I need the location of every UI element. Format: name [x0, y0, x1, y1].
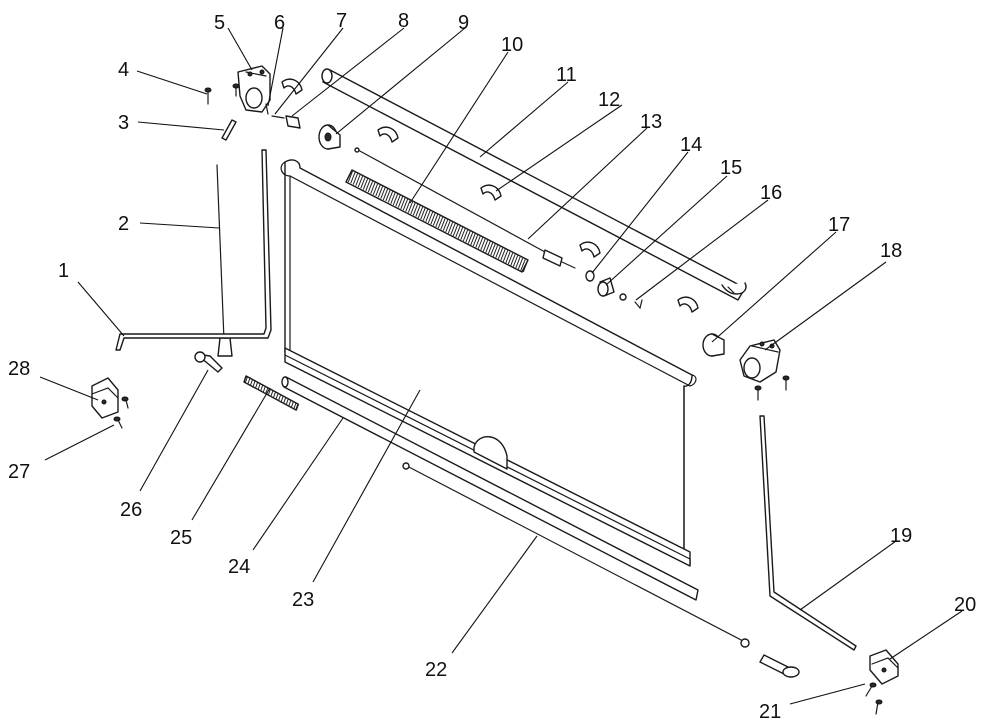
left-bracket — [237, 65, 271, 113]
end-cap-left — [318, 124, 341, 150]
callout-8: 8 — [398, 10, 409, 32]
callout-9: 9 — [458, 12, 469, 34]
callout-14: 14 — [680, 134, 702, 156]
cord-clip — [759, 654, 800, 678]
callout-12: 12 — [598, 89, 620, 111]
callout-25: 25 — [170, 527, 192, 549]
callout-18: 18 — [880, 240, 902, 262]
right-bracket — [739, 339, 781, 383]
upper-housing-tube — [321, 68, 747, 301]
callout-23: 23 — [292, 589, 314, 611]
callout-15: 15 — [720, 157, 742, 179]
callout-16: 16 — [760, 182, 782, 204]
right-mount-bracket — [869, 649, 899, 685]
roller-spring — [345, 169, 529, 273]
callout-4: 4 — [118, 59, 129, 81]
guide-wire-left — [216, 164, 233, 357]
callout-24: 24 — [228, 556, 250, 578]
callout-26: 26 — [120, 499, 142, 521]
cord — [402, 462, 750, 648]
callout-3: 3 — [118, 112, 129, 134]
callout-13: 13 — [640, 111, 662, 133]
callout-1: 1 — [58, 260, 69, 282]
leader-lines — [39, 27, 963, 705]
callout-5: 5 — [214, 12, 225, 34]
callout-6: 6 — [274, 12, 285, 34]
shaft — [354, 147, 576, 269]
callout-27: 27 — [8, 461, 30, 483]
left-mount-bracket — [91, 377, 119, 419]
callout-2: 2 — [118, 213, 129, 235]
right-bent-rod — [759, 415, 857, 651]
small-spring — [243, 375, 300, 411]
tube-clips — [281, 78, 699, 313]
callout-7: 7 — [336, 10, 347, 32]
callout-20: 20 — [954, 594, 976, 616]
callout-11: 11 — [556, 64, 577, 86]
screws — [113, 83, 883, 715]
end-cap-right — [702, 333, 725, 357]
end-fittings — [585, 270, 643, 310]
lower-rod — [281, 376, 699, 601]
callout-labels: 1 2 3 4 5 6 7 8 9 10 11 12 13 14 15 16 1… — [8, 10, 976, 723]
callout-22: 22 — [425, 659, 447, 681]
callout-10: 10 — [501, 34, 523, 56]
callout-17: 17 — [828, 214, 850, 236]
shade-panel — [280, 159, 697, 567]
left-bent-rod — [115, 149, 272, 351]
left-connector — [194, 351, 223, 373]
callout-28: 28 — [8, 358, 30, 380]
callout-21: 21 — [759, 701, 781, 723]
callout-19: 19 — [890, 525, 912, 547]
